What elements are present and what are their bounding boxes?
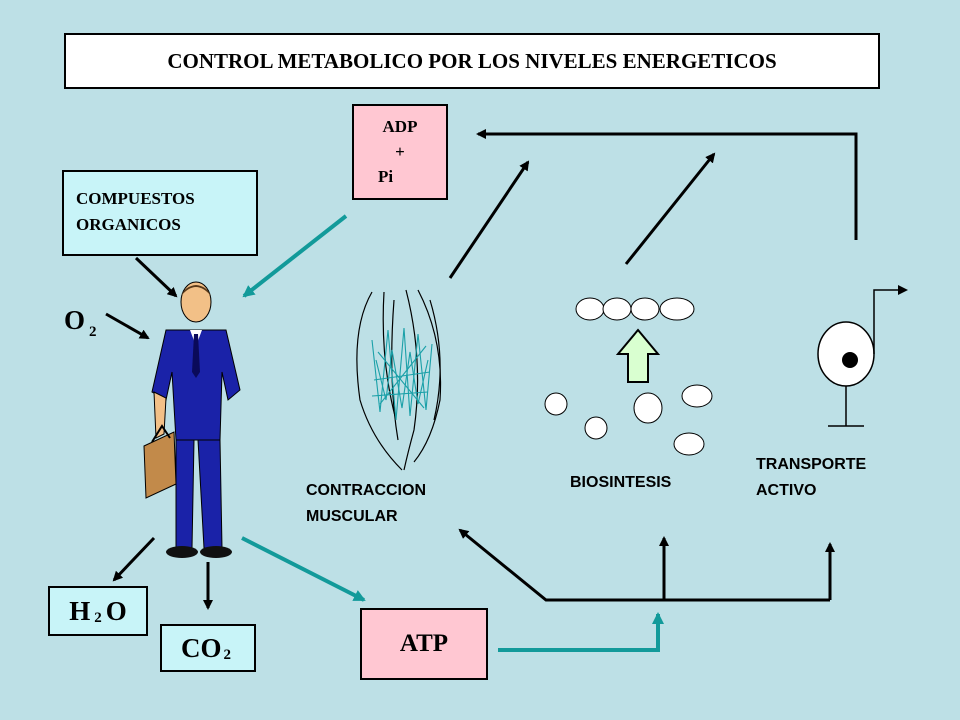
transporte-line1: TRANSPORTE xyxy=(756,456,867,473)
up-arrow-icon xyxy=(615,328,661,383)
muscle-icon xyxy=(356,289,442,471)
biosintesis-text: BIOSINTESIS xyxy=(570,474,672,491)
o2-symbol: O xyxy=(64,305,86,335)
co2-subscript: 2 xyxy=(223,646,232,663)
adp-pi-box: ADP + Pi xyxy=(352,104,448,200)
teal-arrow-atp-to-distribution xyxy=(498,612,664,652)
o2-subscript: 2 xyxy=(89,324,97,340)
adp-pi-label: Pi xyxy=(378,167,394,186)
h2o-h: H xyxy=(69,595,91,626)
contraccion-line2: MUSCULAR xyxy=(306,508,398,525)
contraccion-muscular-label: CONTRACCION MUSCULAR xyxy=(306,478,426,530)
arrow-biosintesis-to-adp xyxy=(624,152,716,265)
businessman-icon xyxy=(143,281,241,558)
arrow-o2-to-man xyxy=(105,312,150,340)
teal-arrow-man-to-atp xyxy=(241,536,366,602)
h2o-subscript: 2 xyxy=(94,609,102,626)
compuestos-line2: ORGANICOS xyxy=(76,215,181,234)
title-text: CONTROL METABOLICO POR LOS NIVELES ENERG… xyxy=(167,48,777,73)
co2-symbol: CO xyxy=(181,632,222,663)
atp-box: ATP xyxy=(360,608,488,680)
atp-label: ATP xyxy=(399,630,449,657)
arrow-compuestos-to-man xyxy=(134,256,178,298)
teal-arrow-adp-to-man xyxy=(242,214,348,298)
arrow-contraccion-to-adp xyxy=(448,160,530,279)
adp-plus: + xyxy=(395,142,405,161)
page-title: CONTROL METABOLICO POR LOS NIVELES ENERG… xyxy=(64,33,880,89)
biosintesis-label: BIOSINTESIS xyxy=(570,470,671,496)
h2o-o: O xyxy=(105,595,127,626)
muscle-fibers xyxy=(371,327,433,421)
transport-icon xyxy=(817,285,908,427)
compuestos-line1: COMPUESTOS xyxy=(76,189,195,208)
transporte-activo-label: TRANSPORTE ACTIVO xyxy=(756,452,866,504)
compuestos-organicos-box: COMPUESTOS ORGANICOS xyxy=(62,170,258,256)
transporte-line2: ACTIVO xyxy=(756,482,817,499)
contraccion-line1: CONTRACCION xyxy=(306,482,426,499)
adp-label: ADP xyxy=(382,117,418,136)
molecule-chain-icon xyxy=(575,297,695,321)
free-molecules-icon xyxy=(544,384,713,456)
arrow-atp-distribution-to-contraccion xyxy=(458,528,830,602)
arrow-transporte-to-adp xyxy=(476,129,858,240)
arrow-man-to-h2o xyxy=(112,536,156,582)
